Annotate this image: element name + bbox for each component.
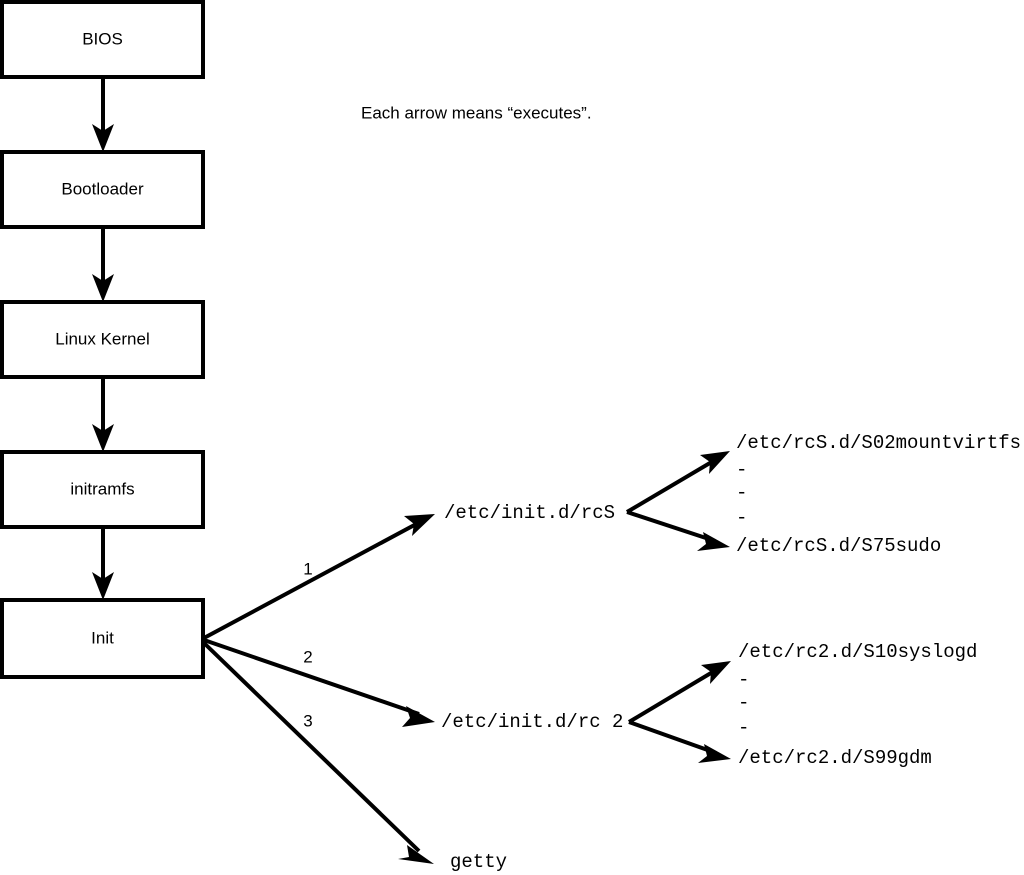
- node-initramfs-label: initramfs: [70, 479, 134, 498]
- arrow-rc2-to-first-script: [627, 661, 731, 724]
- rcs-ellipsis-dash-2: -: [736, 482, 747, 504]
- node-init-label: Init: [91, 628, 114, 647]
- node-bootloader[interactable]: Bootloader: [0, 150, 205, 229]
- node-bios-box[interactable]: [0, 0, 205, 79]
- arrow-kernel-to-initramfs: [92, 377, 114, 452]
- label-rc2d-last-script[interactable]: /etc/rc2.d/S99gdm: [738, 747, 932, 769]
- arrow-bios-to-bootloader: [92, 77, 114, 152]
- node-linux-kernel[interactable]: Linux Kernel: [0, 300, 205, 379]
- arrow-initramfs-to-init: [92, 527, 114, 600]
- arrow-rc2-to-last-script: [628, 720, 731, 763]
- label-rc2d-first-script[interactable]: /etc/rc2.d/S10syslogd: [738, 641, 977, 663]
- arrow-rcs-to-last-script: [626, 510, 730, 551]
- rcs-ellipsis-dash-3: -: [736, 507, 747, 529]
- diagram-caption: Each arrow means “executes”.: [361, 103, 592, 122]
- node-bootloader-label: Bootloader: [61, 179, 144, 198]
- label-rcsd-last-script[interactable]: /etc/rcS.d/S75sudo: [736, 535, 941, 557]
- rcs-ellipsis-dash-1: -: [736, 459, 747, 481]
- rc2-ellipsis-dash-1: -: [738, 669, 749, 691]
- rc2-ellipsis-dash-2: -: [738, 692, 749, 714]
- node-linux-kernel-label: Linux Kernel: [55, 329, 150, 348]
- edge-number-1: 1: [303, 559, 312, 578]
- node-initramfs-box[interactable]: [0, 450, 205, 529]
- node-initramfs[interactable]: initramfs: [0, 450, 205, 529]
- arrow-init-to-getty: [202, 641, 434, 864]
- label-getty[interactable]: getty: [450, 851, 507, 873]
- rc2-ellipsis-dash-3: -: [738, 717, 749, 739]
- arrow-init-to-rcs: [203, 514, 435, 640]
- arrow-init-to-rc2: [203, 638, 435, 727]
- arrow-rcs-to-first-script: [625, 451, 730, 514]
- label-etc-initd-rcs[interactable]: /etc/init.d/rcS: [444, 502, 615, 524]
- node-bios-label: BIOS: [82, 29, 123, 48]
- node-init-box[interactable]: [0, 598, 205, 679]
- node-init[interactable]: Init: [0, 598, 205, 679]
- node-bios[interactable]: BIOS: [0, 0, 205, 79]
- edge-number-3: 3: [303, 711, 312, 730]
- arrow-bootloader-to-kernel: [92, 227, 114, 302]
- label-rcsd-first-script[interactable]: /etc/rcS.d/S02mountvirtfs: [736, 432, 1021, 454]
- label-etc-initd-rc2[interactable]: /etc/init.d/rc 2: [441, 711, 623, 733]
- edge-number-2: 2: [303, 647, 312, 666]
